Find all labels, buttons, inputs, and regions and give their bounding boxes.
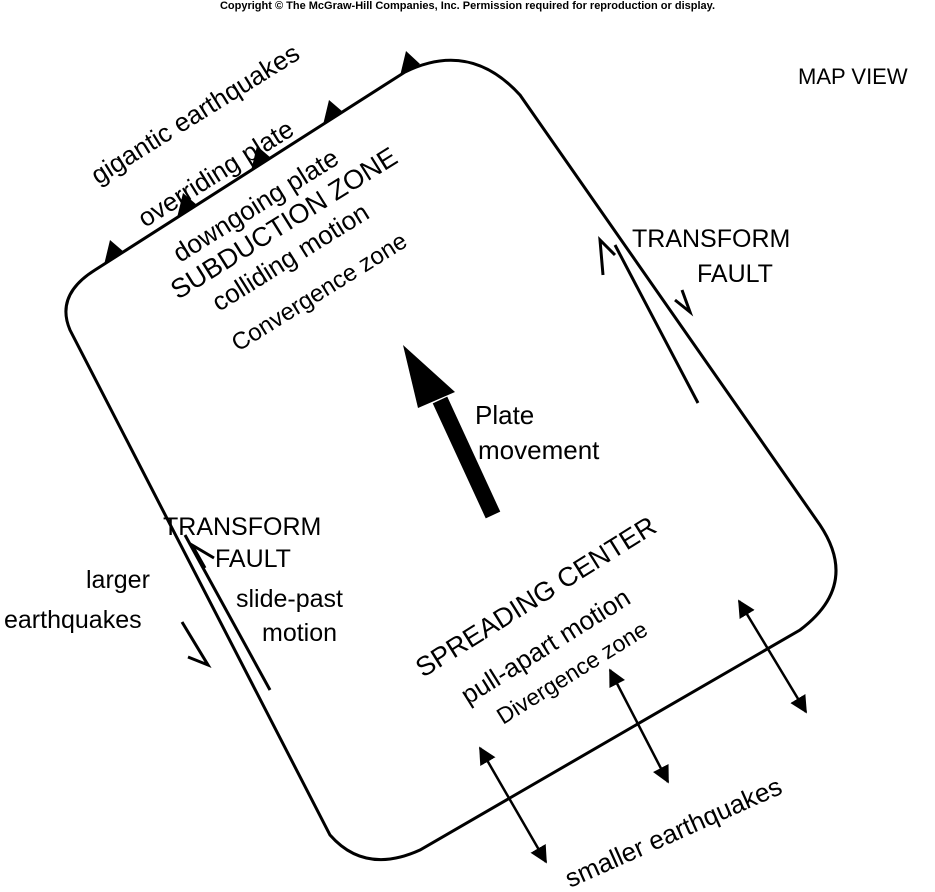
map-view-label: MAP VIEW — [798, 64, 908, 89]
slide-past-label: slide-past — [236, 585, 343, 613]
left-transform-fault — [180, 534, 272, 691]
subduction-tooth — [400, 51, 420, 76]
larger-earthquakes-line1: larger — [86, 566, 150, 594]
subduction-tooth — [177, 193, 197, 218]
fault-line — [613, 244, 700, 404]
plate-movement-label-line1: Plate — [475, 400, 534, 430]
right-transform-fault — [598, 236, 700, 404]
divergence-arrows — [478, 599, 808, 864]
larger-earthquakes-line2: earthquakes — [4, 606, 142, 634]
transform-fault-right-line1: TRANSFORM — [632, 225, 790, 253]
subduction-tooth — [251, 146, 271, 171]
fault-slip-arrow-up — [598, 236, 617, 276]
transform-fault-left-line2: FAULT — [215, 545, 291, 573]
fault-line — [183, 534, 272, 691]
fault-slip-arrow-down — [180, 621, 212, 669]
subduction-tooth — [104, 240, 124, 265]
divergence-arrow — [478, 746, 548, 864]
transform-fault-left-line1: TRANSFORM — [163, 513, 321, 541]
plate-movement-arrow — [403, 345, 501, 519]
plate-movement-label-line2: movement — [478, 435, 600, 465]
gigantic-earthquakes-label: gigantic earthquakes — [85, 37, 304, 190]
slide-past-motion-label: motion — [262, 619, 337, 647]
transform-fault-right-line2: FAULT — [697, 260, 773, 288]
divergence-arrow — [737, 599, 808, 714]
subduction-tooth — [323, 100, 343, 125]
smaller-earthquakes-label: smaller earthquakes — [560, 771, 786, 892]
plate-outline — [64, 58, 838, 862]
subduction-teeth — [104, 51, 420, 265]
divergence-arrow — [608, 668, 670, 784]
fault-slip-arrow-up — [187, 540, 215, 569]
fault-slip-arrow-down — [674, 289, 694, 317]
copyright-notice: Copyright © The McGraw-Hill Companies, I… — [219, 0, 716, 12]
